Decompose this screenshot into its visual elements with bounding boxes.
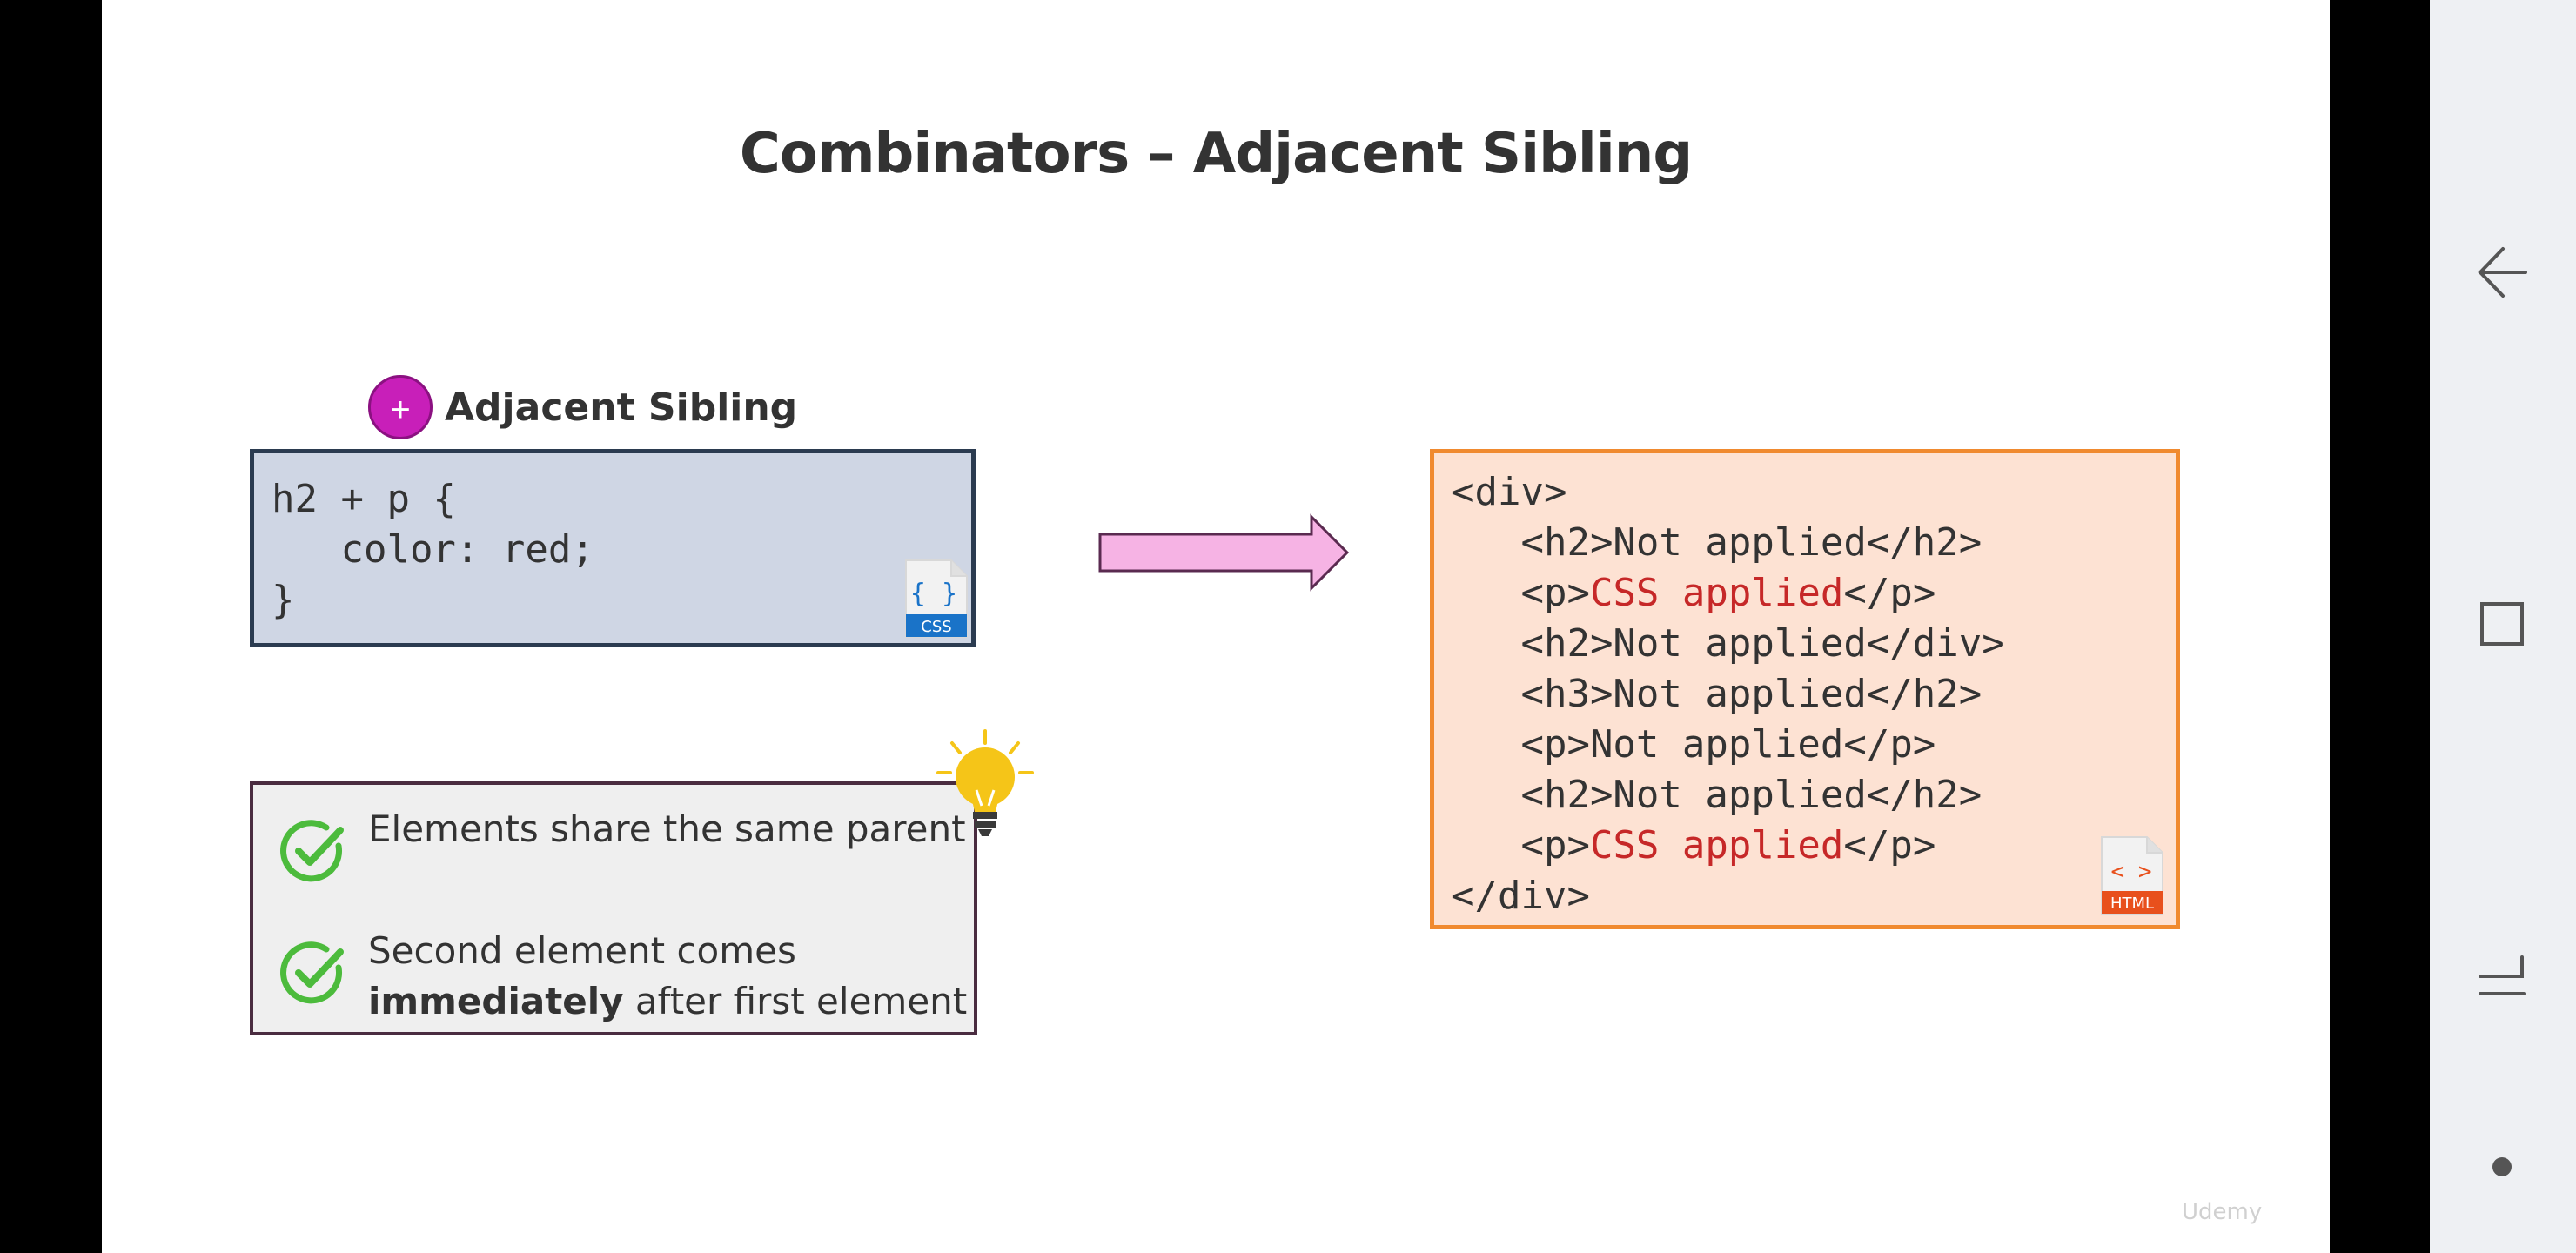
back-icon[interactable] [2472,242,2532,303]
lightbulb-icon [936,729,1034,836]
adjacent-sibling-label: Adjacent Sibling [445,385,798,430]
css-applied-highlight: CSS applied [1589,823,1844,868]
css-code-box: h2 + p { color: red;} [250,449,976,647]
html-line: </div> [1452,874,1590,918]
android-nav-bar [2430,0,2576,1253]
tips-box: Elements share the same parent Second el… [250,781,977,1035]
arrow-icon [1098,513,1350,592]
css-code: h2 + p { color: red;} [272,474,594,626]
check-circle-icon [280,941,344,1004]
css-icon-label: CSS [921,618,951,636]
css-line: h2 + p { [272,477,456,521]
left-black-bar [0,0,102,1253]
html-line: <p>Not applied</p> [1452,722,1936,767]
css-line: color: red; [272,527,594,572]
html-icon-symbol: < > [2111,859,2152,885]
html-code: <div> <h2>Not applied</h2> <p>CSS applie… [1452,467,2005,921]
css-file-icon: { } CSS [905,559,968,638]
html-line: <p>CSS applied</p> [1452,823,1936,868]
right-black-bar [2330,0,2430,1253]
css-icon-symbol: { } [910,579,957,609]
html-line: <div> [1452,470,1567,514]
css-applied-highlight: CSS applied [1589,571,1844,615]
html-line: <h2>Not applied</div> [1452,621,2005,666]
adjacent-sibling-heading: + Adjacent Sibling [368,372,797,442]
html-line: <h2>Not applied</h2> [1452,773,1982,817]
css-line: } [272,578,295,622]
home-dot-icon[interactable] [2472,1136,2532,1197]
check-circle-icon [280,820,344,882]
html-line: <p>CSS applied</p> [1452,571,1936,615]
recent-apps-icon[interactable] [2472,593,2532,654]
html-line: <h2>Not applied</h2> [1452,520,1982,565]
html-file-icon: < > HTML [2101,836,2163,915]
overview-icon[interactable] [2472,945,2532,1006]
plus-icon: + [368,375,433,439]
html-line: <h3>Not applied</h2> [1452,672,1982,716]
tip-same-parent: Elements share the same parent [278,804,977,886]
udemy-watermark: Udemy [2182,1199,2263,1225]
slide: Combinators – Adjacent Sibling + Adjacen… [102,0,2330,1253]
html-code-box: <div> <h2>Not applied</h2> <p>CSS applie… [1430,449,2180,929]
slide-title: Combinators – Adjacent Sibling [739,122,1693,186]
html-icon-label: HTML [2110,895,2154,913]
tip-text: Elements share the same parent [368,807,966,850]
